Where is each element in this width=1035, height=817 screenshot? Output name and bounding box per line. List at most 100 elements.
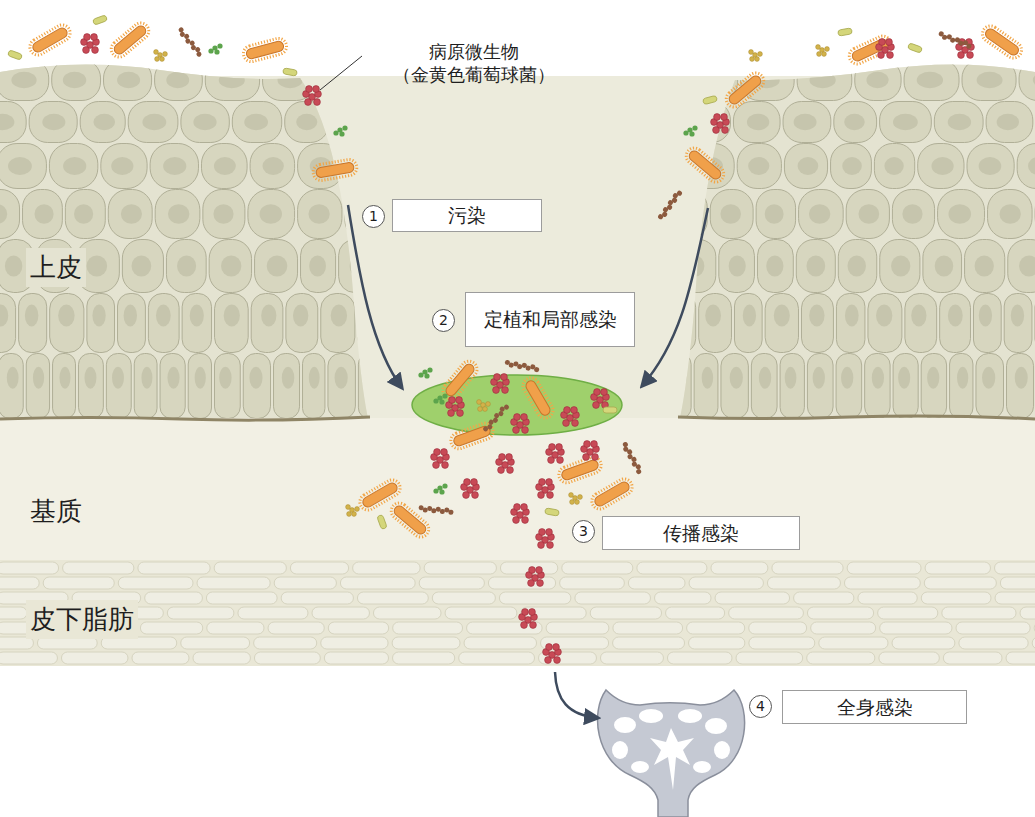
epithelial-cell bbox=[26, 354, 49, 419]
epithelial-cell bbox=[855, 60, 901, 101]
epithelial-cell bbox=[1004, 294, 1032, 353]
epithelial-cell bbox=[836, 354, 862, 419]
cell-nucleus bbox=[891, 255, 910, 276]
epithelial-cell bbox=[836, 294, 865, 353]
epithelial-cell bbox=[506, 240, 547, 293]
epithelial-cell bbox=[462, 240, 503, 293]
epithelial-cell bbox=[710, 190, 753, 239]
epithelial-cell bbox=[303, 354, 325, 419]
cell-nucleus bbox=[142, 114, 166, 130]
epithelial-cell bbox=[209, 240, 251, 293]
epithelial-cell bbox=[976, 354, 1004, 419]
cell-nucleus bbox=[492, 114, 515, 130]
green-cocci bbox=[683, 125, 697, 136]
epithelial-cell bbox=[118, 294, 146, 353]
cell-nucleus bbox=[979, 157, 1002, 175]
epithelial-cell bbox=[905, 294, 937, 353]
staph-cluster bbox=[536, 529, 555, 549]
cell-nucleus bbox=[393, 114, 416, 130]
lesion bbox=[412, 375, 622, 435]
epithelial-cell bbox=[298, 190, 342, 239]
epithelial-cell bbox=[148, 294, 179, 353]
chain-bacterium bbox=[504, 360, 540, 373]
fat-cell bbox=[560, 577, 625, 589]
small-rod bbox=[377, 514, 387, 529]
cell-nucleus bbox=[650, 114, 672, 130]
cell-nucleus bbox=[267, 255, 288, 276]
epithelial-cell bbox=[751, 354, 777, 419]
cell-nucleus bbox=[948, 305, 963, 327]
step-text: 定植和局部感染 bbox=[484, 308, 617, 331]
epidermis-cells bbox=[0, 60, 1035, 419]
cell-nucleus bbox=[402, 305, 417, 327]
epithelial-cell bbox=[0, 190, 20, 239]
cell-nucleus bbox=[0, 114, 14, 130]
fat-cell bbox=[340, 577, 415, 589]
cell-nucleus bbox=[166, 72, 189, 88]
cell-nucleus bbox=[308, 204, 329, 224]
cell-nucleus bbox=[866, 72, 888, 88]
epithelial-cell bbox=[215, 354, 241, 419]
cell-nucleus bbox=[844, 114, 865, 130]
epithelial-cell bbox=[87, 294, 115, 353]
epithelial-cell bbox=[636, 102, 682, 143]
cell-nucleus bbox=[675, 367, 686, 389]
epithelial-cell bbox=[1008, 240, 1035, 293]
cell-nucleus bbox=[35, 204, 54, 224]
basement-membrane bbox=[678, 416, 1035, 419]
fat-cell bbox=[118, 577, 193, 589]
fat-cell bbox=[254, 637, 317, 649]
fat-cell bbox=[459, 652, 535, 664]
epithelial-cell bbox=[274, 354, 300, 419]
gold-cocci bbox=[346, 505, 360, 517]
epithelial-cell bbox=[201, 144, 247, 189]
small-rod bbox=[283, 68, 298, 76]
epithelial-cell bbox=[721, 354, 748, 419]
cell-nucleus bbox=[785, 367, 797, 389]
cell-nucleus bbox=[541, 114, 566, 130]
fat-cell bbox=[807, 607, 873, 619]
small-rod bbox=[702, 95, 717, 104]
cell-nucleus bbox=[766, 255, 783, 276]
epithelial-cell bbox=[250, 144, 295, 189]
fat-cell bbox=[844, 577, 920, 589]
epithelial-cell bbox=[188, 354, 211, 419]
lymph-node bbox=[598, 690, 745, 817]
fat-cell bbox=[424, 562, 496, 574]
epithelial-cell bbox=[633, 144, 682, 189]
epithelial-cell bbox=[530, 102, 581, 143]
cell-nucleus bbox=[858, 204, 879, 224]
fat-cell bbox=[794, 592, 854, 604]
epithelial-cell bbox=[332, 102, 376, 143]
epithelial-cell bbox=[53, 354, 76, 419]
cell-nucleus bbox=[594, 72, 616, 88]
rod-bacterium bbox=[449, 421, 496, 451]
cell-nucleus bbox=[156, 305, 171, 327]
fat-cell bbox=[373, 607, 441, 619]
cell-nucleus bbox=[244, 114, 268, 130]
green-cocci bbox=[333, 125, 347, 136]
cell-nucleus bbox=[224, 305, 240, 327]
cell-nucleus bbox=[429, 255, 449, 276]
epithelial-cell bbox=[128, 102, 178, 143]
cell-nucleus bbox=[249, 367, 262, 389]
chain-bacterium bbox=[418, 505, 454, 515]
cell-nucleus bbox=[504, 157, 525, 175]
pathogen-label: 病原微生物 （金黄色葡萄球菌） bbox=[366, 40, 581, 87]
small-rod bbox=[838, 28, 853, 36]
chain-bacterium bbox=[482, 402, 510, 433]
layer-label: 上皮 bbox=[26, 248, 86, 287]
epithelial-cell bbox=[686, 60, 738, 101]
fat-layer bbox=[0, 560, 1035, 666]
epithelial-cell bbox=[734, 294, 762, 353]
epithelial-cell bbox=[399, 144, 443, 189]
epithelial-cell bbox=[478, 102, 527, 143]
epithelial-cell bbox=[166, 240, 206, 293]
cell-nucleus bbox=[440, 114, 462, 130]
epithelial-cell bbox=[345, 190, 385, 239]
epithelial-cell bbox=[101, 144, 147, 189]
cell-nucleus bbox=[729, 255, 746, 276]
fat-cell bbox=[749, 622, 807, 634]
epithelial-cell bbox=[243, 354, 270, 419]
fat-cell bbox=[432, 592, 495, 604]
